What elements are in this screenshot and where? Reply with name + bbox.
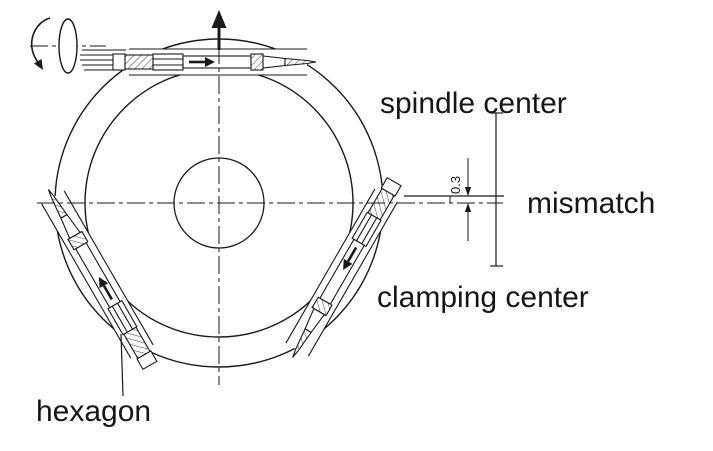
dimension-arrow-up	[464, 203, 472, 212]
up-arrow-head	[211, 10, 227, 28]
clamp-screw-lower-left	[36, 182, 162, 373]
label-hexagon: hexagon	[36, 395, 151, 428]
rotation-arrow-icon	[30, 17, 51, 63]
up-arrow-icon	[211, 10, 227, 50]
mismatch-dimension	[404, 112, 504, 267]
label-mismatch: mismatch	[527, 187, 655, 220]
rotation-ellipse	[58, 18, 78, 74]
dimension-arrow-down	[464, 187, 472, 196]
rotation-arrowhead	[34, 59, 43, 70]
dimension-value-label: 0.3	[448, 176, 463, 194]
label-clamping-center: clamping center	[377, 281, 589, 314]
rotation-symbol	[30, 17, 126, 74]
clamp-screw-top	[112, 48, 317, 76]
label-spindle-center: spindle center	[380, 87, 567, 120]
clamp-screw-lower-right	[280, 174, 406, 365]
hexagon-leader-line	[120, 333, 124, 397]
